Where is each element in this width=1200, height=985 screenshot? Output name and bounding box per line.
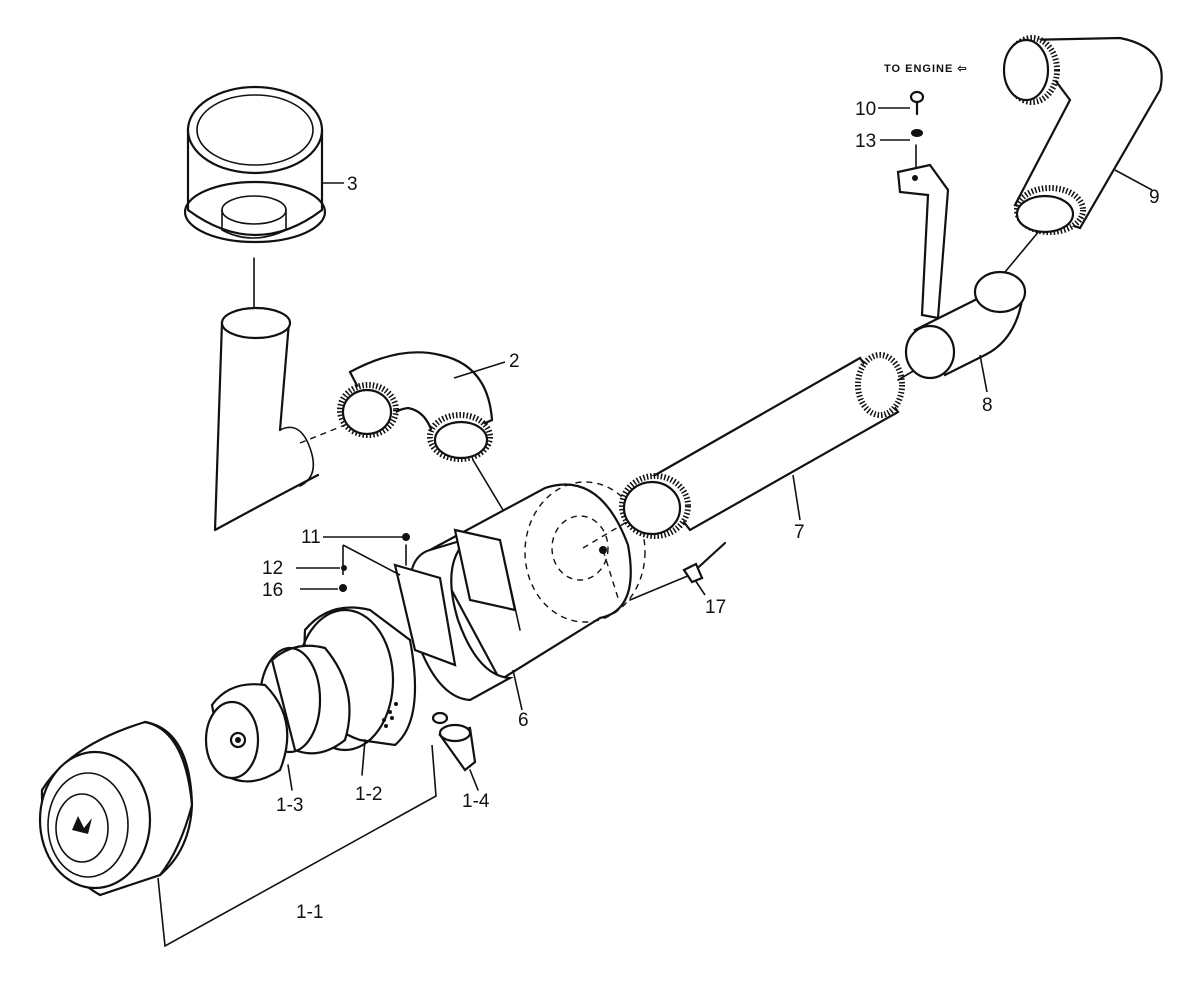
air-cleaner-body: [428, 481, 691, 682]
label-part-17: 17: [705, 597, 726, 618]
label-part-3: 3: [347, 174, 358, 195]
inlet-pipe: [213, 257, 346, 532]
elbow-part-2: [337, 351, 506, 511]
rain-cap-part-3: [183, 85, 344, 244]
label-part-1-3: 1-3: [276, 795, 303, 816]
tube-part-7: [582, 352, 916, 549]
hardware-11-12-16: [296, 533, 410, 592]
label-part-2: 2: [509, 351, 520, 372]
label-part-9: 9: [1149, 187, 1160, 208]
outer-element-part-1-1: [38, 720, 194, 897]
label-part-1-1: 1-1: [296, 902, 323, 923]
label-part-10: 10: [855, 99, 876, 120]
bolt-washer-10-13: [878, 90, 925, 141]
elbow-part-8: [904, 229, 1041, 393]
label-part-6: 6: [518, 710, 529, 731]
to-engine-note: TO ENGINE ⇦: [884, 63, 968, 75]
restriction-indicator-part-17: [682, 541, 727, 596]
label-part-1-4: 1-4: [462, 791, 490, 812]
label-part-8: 8: [982, 395, 993, 416]
label-part-16: 16: [262, 580, 283, 601]
evacuator-valve-part-1-4: [431, 711, 479, 791]
label-part-7: 7: [794, 522, 805, 543]
mounting-bracket: [896, 144, 950, 320]
label-part-1-2: 1-2: [355, 784, 382, 805]
inner-element-part-1-3: [204, 644, 351, 791]
group-1-bracket: [157, 744, 437, 948]
label-part-11: 11: [301, 527, 321, 548]
label-part-13: 13: [855, 131, 876, 152]
label-part-12: 12: [262, 558, 283, 579]
outlet-hose-part-9: [1002, 35, 1163, 235]
clamp-band-part-6: [393, 528, 523, 711]
